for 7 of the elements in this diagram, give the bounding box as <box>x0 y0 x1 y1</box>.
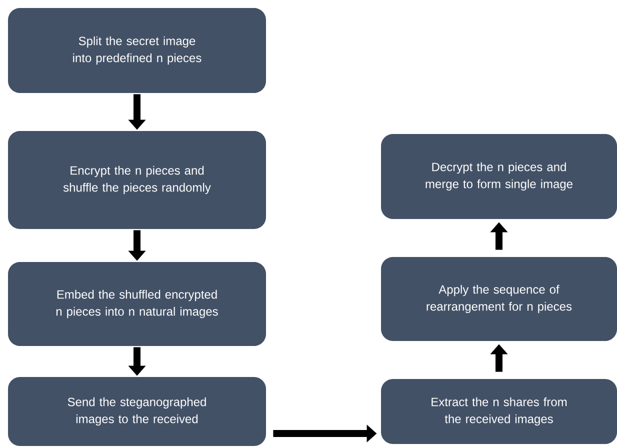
process-box: Encrypt the n pieces and shuffle the pieces randomly <box>8 131 266 229</box>
process-box: Decrypt the n pieces and merge to form single image <box>381 134 617 219</box>
process-box: Extract the n shares from the received images <box>381 379 617 444</box>
process-box: Embed the shuffled encrypted n pieces into n natural images <box>8 262 266 346</box>
process-box: Apply the sequence of rearrangement for n pieces <box>381 257 617 341</box>
process-box: Split the secret image into predefined n pieces <box>8 8 266 93</box>
process-box: Send the steganographed images to the received <box>8 377 266 446</box>
